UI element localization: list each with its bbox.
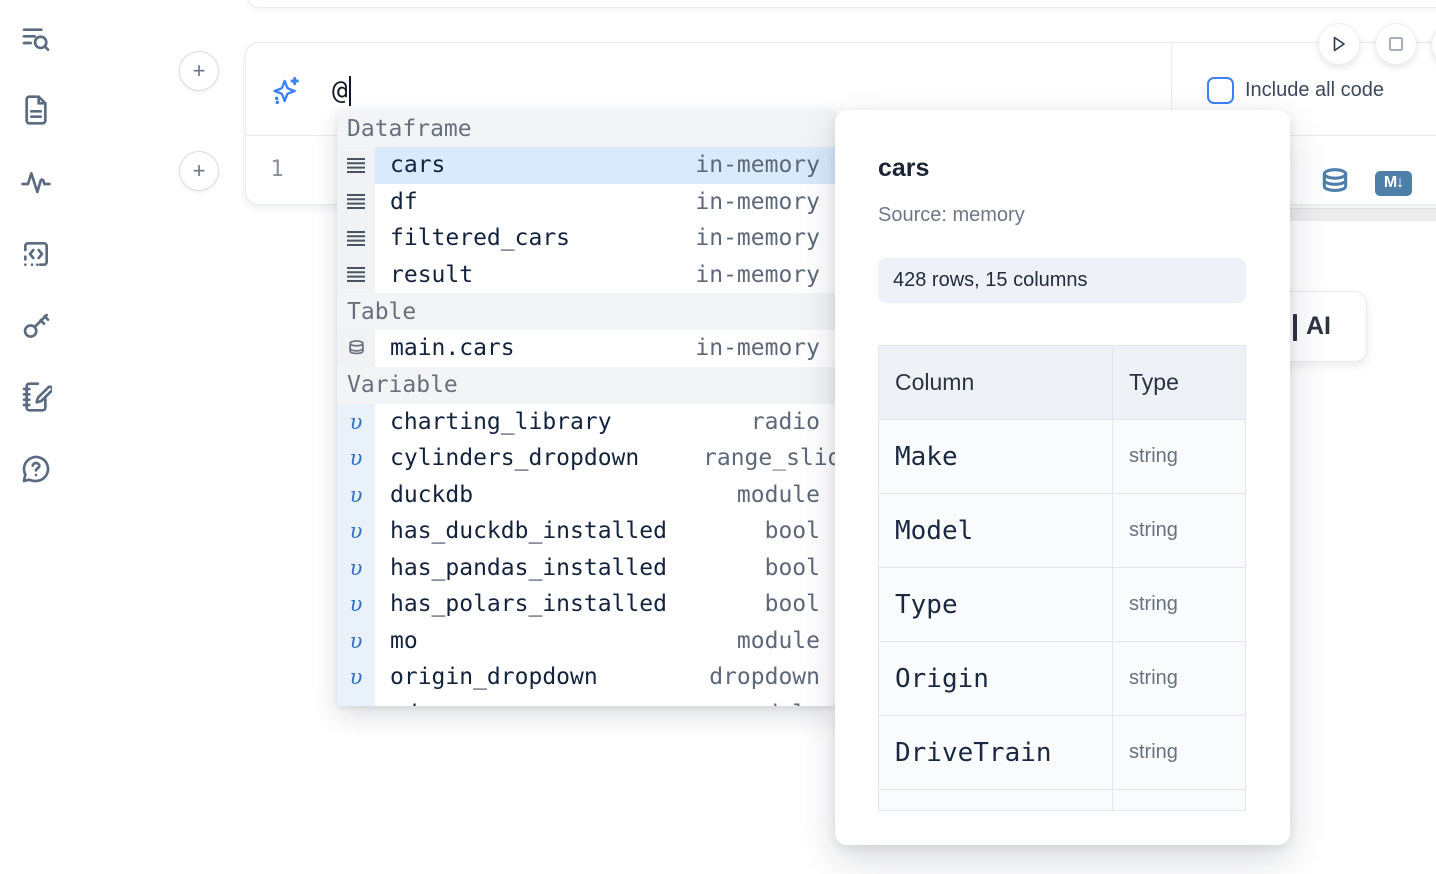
secrets-key-icon[interactable]	[20, 309, 52, 341]
run-cell-button[interactable]	[1318, 23, 1360, 65]
help-chat-icon[interactable]	[20, 453, 52, 485]
autocomplete-item-pd-partial[interactable]: υ pdmodule	[337, 695, 835, 706]
variable-icon: υ	[337, 549, 375, 586]
activity-tracer-icon[interactable]	[20, 166, 52, 198]
add-cell-above-button[interactable]: +	[179, 51, 219, 91]
code-editor-row[interactable]: 1 M↓	[246, 137, 1436, 205]
variable-icon: υ	[337, 695, 375, 706]
variable-icon: υ	[337, 622, 375, 659]
section-header-dataframe: Dataframe	[337, 110, 835, 147]
dataframe-rows-icon	[337, 220, 375, 257]
table-row: Origin string	[879, 642, 1246, 716]
variable-icon: υ	[337, 659, 375, 696]
line-number: 1	[270, 157, 284, 182]
prompt-value: @	[332, 76, 348, 106]
section-header-table: Table	[337, 293, 835, 330]
preview-title: cars	[878, 154, 930, 182]
datasource-database-icon[interactable]	[1319, 167, 1351, 199]
include-all-code-checkbox[interactable]	[1207, 77, 1234, 104]
dataframe-rows-icon	[337, 147, 375, 184]
table-header-row: Column Type	[879, 346, 1246, 420]
table-row-partial	[879, 790, 1246, 811]
markdown-badge-icon[interactable]: M↓	[1375, 170, 1412, 196]
table-row: Model string	[879, 494, 1246, 568]
dataframe-rows-icon	[337, 183, 375, 220]
variable-icon: υ	[337, 403, 375, 440]
table-of-contents-search-icon[interactable]	[20, 23, 52, 55]
variable-icon: υ	[337, 476, 375, 513]
variable-icon: υ	[337, 440, 375, 477]
section-header-variable: Variable	[337, 366, 835, 404]
dataframe-preview-popup: cars Source: memory 428 rows, 15 columns…	[835, 110, 1290, 845]
table-row: Make string	[879, 420, 1246, 494]
ai-sparkles-icon	[270, 75, 302, 107]
add-cell-below-button[interactable]: +	[179, 151, 219, 191]
include-all-code-label: Include all code	[1245, 79, 1384, 101]
divider	[1171, 43, 1172, 136]
ai-prompt-input[interactable]: @	[332, 73, 351, 109]
dataframe-rows-icon	[337, 256, 375, 293]
file-document-icon[interactable]	[20, 94, 52, 126]
text-caret	[348, 76, 351, 106]
preview-source: Source: memory	[878, 204, 1025, 226]
table-row: DriveTrain string	[879, 716, 1246, 790]
snippets-code-icon[interactable]	[20, 238, 52, 270]
database-table-icon	[337, 330, 375, 367]
previous-cell-edge	[246, 0, 1436, 8]
table-row: Type string	[879, 568, 1246, 642]
stop-cell-button[interactable]	[1375, 23, 1417, 65]
clipped-letter	[1293, 314, 1297, 341]
variable-icon: υ	[337, 513, 375, 550]
scratchpad-notebook-pen-icon[interactable]	[20, 381, 52, 413]
variable-icon: υ	[337, 586, 375, 623]
preview-schema-table: Column Type Make string Model string Typ…	[878, 345, 1246, 811]
preview-shape-badge: 428 rows, 15 columns	[878, 258, 1246, 303]
ai-button-label: AI	[1306, 312, 1331, 340]
